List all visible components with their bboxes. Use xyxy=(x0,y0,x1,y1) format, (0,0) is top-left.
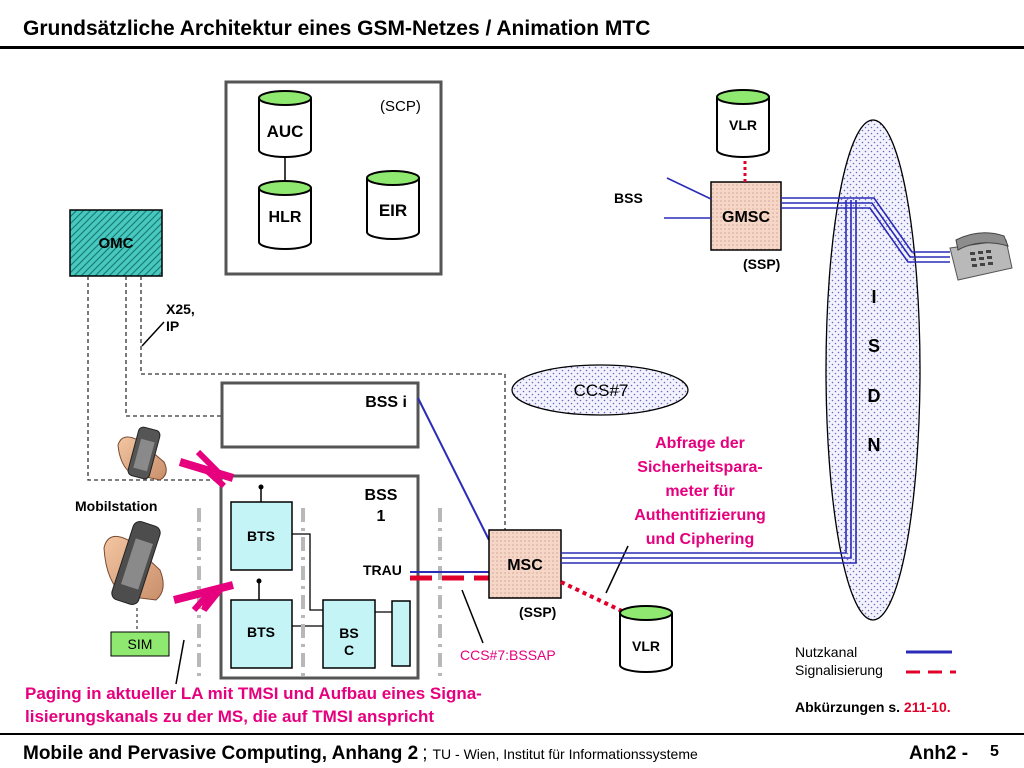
msc-isdn-trunk xyxy=(561,200,857,564)
mobile-phone-upper-icon xyxy=(117,426,167,481)
vlr-gmsc-database: VLR xyxy=(716,89,770,158)
bts-top-antenna-tip xyxy=(258,484,264,490)
footer-course: Mobile and Pervasive Computing, Anhang 2 xyxy=(23,743,418,764)
isdn-letter-d: D xyxy=(868,386,881,406)
isdn-letter-n: N xyxy=(868,435,881,455)
title-rule xyxy=(0,46,1024,49)
sim-label: SIM xyxy=(128,636,153,652)
bss-i-box xyxy=(220,381,420,449)
footer-chapter: Anh2 - xyxy=(909,743,968,764)
mobilstation-label: Mobilstation xyxy=(75,498,157,514)
abfrage-line-5: und Ciphering xyxy=(646,531,754,548)
slide-title: Grundsätzliche Architektur eines GSM-Net… xyxy=(23,17,650,40)
gmsc-isdn-trunk xyxy=(781,197,950,263)
footer-text: Mobile and Pervasive Computing, Anhang 2… xyxy=(23,743,698,764)
bsc-box xyxy=(322,599,376,669)
footer-institute: TU - Wien, Institut für Informationssyst… xyxy=(432,746,698,762)
legend-signalisierung-label: Signalisierung xyxy=(795,662,883,678)
bss1-label-1: BSS xyxy=(365,487,398,504)
mobile-phone-lower-icon xyxy=(103,521,164,605)
bsc-label-1: BS xyxy=(339,625,358,641)
desk-telephone-icon xyxy=(949,232,1013,281)
msc-label: MSC xyxy=(507,557,543,574)
abfrage-line-1: Abfrage der xyxy=(655,435,745,452)
bss-i-msc-link xyxy=(417,397,490,541)
abbreviations-note: Abkürzungen s. 211-10. xyxy=(795,699,951,715)
sim-card xyxy=(110,631,170,657)
paging-annotation: Paging in aktueller LA mit TMSI und Aufb… xyxy=(25,684,482,726)
x25-label-1: X25, xyxy=(166,301,195,317)
omc-box xyxy=(69,209,163,277)
paging-pointer xyxy=(175,639,185,685)
omc-label: OMC xyxy=(99,235,134,252)
bss-i-label: BSS i xyxy=(365,394,407,411)
bts-top xyxy=(230,501,293,571)
radio-zigzag-lower xyxy=(191,588,223,612)
bts-bottom-label: BTS xyxy=(247,624,275,640)
ccs7-bssap-label: CCS#7:BSSAP xyxy=(460,647,556,663)
abfrage-line-3: meter für xyxy=(665,483,734,500)
bss-gmsc-link-1 xyxy=(666,177,712,200)
bss-gmsc-label: BSS xyxy=(614,190,643,206)
footer-rule xyxy=(0,733,1024,735)
gmsc-box xyxy=(710,181,782,251)
ccs7-bssap-pointer xyxy=(461,589,484,644)
trau-box xyxy=(391,600,411,667)
isdn-letter-s: S xyxy=(868,336,880,356)
abfrage-line-4: Authentifizierung xyxy=(634,507,766,524)
bss1-label-2: 1 xyxy=(377,508,386,525)
ccs7-cloud xyxy=(511,364,689,416)
bts-bottom-antenna-tip xyxy=(256,578,262,584)
msc-vlr-signalling xyxy=(560,580,625,614)
eir-label: EIR xyxy=(379,201,407,220)
omc-management-links xyxy=(87,276,506,530)
auc-database: AUC xyxy=(258,90,312,158)
auc-label: AUC xyxy=(267,122,304,141)
isdn-letter-i: I xyxy=(871,287,876,307)
paging-line-1: Paging in aktueller LA mit TMSI und Aufb… xyxy=(25,684,482,703)
eir-database: EIR xyxy=(366,170,420,240)
bts-bsc-links xyxy=(292,533,323,627)
abfrage-line-2: Sicherheitspara- xyxy=(637,459,762,476)
abfrage-pointer xyxy=(605,545,629,594)
page-number: 5 xyxy=(990,743,999,760)
bts-top-label: BTS xyxy=(247,528,275,544)
x25-label-2: IP xyxy=(166,318,179,334)
legend-nutzkanal-label: Nutzkanal xyxy=(795,644,857,660)
msc-ssp-label: (SSP) xyxy=(519,604,556,620)
vlr-msc-database: VLR xyxy=(619,605,673,673)
scp-label: (SCP) xyxy=(380,98,421,115)
vlr-gmsc-label: VLR xyxy=(729,117,757,133)
ccs7-label: CCS#7 xyxy=(574,381,629,400)
x25-marker xyxy=(141,321,165,347)
gmsc-label: GMSC xyxy=(722,209,770,226)
msc-box xyxy=(488,529,562,599)
hlr-database: HLR xyxy=(258,180,312,250)
vlr-msc-label: VLR xyxy=(632,638,660,654)
footer-separator: ; xyxy=(422,743,427,764)
radio-link-lower xyxy=(173,581,234,604)
bts-bottom xyxy=(230,599,293,669)
trau-label: TRAU xyxy=(363,562,402,578)
bsc-label-2: C xyxy=(344,642,354,658)
hlr-label: HLR xyxy=(269,209,302,226)
gmsc-ssp-label: (SSP) xyxy=(743,256,780,272)
abfrage-annotation: Abfrage der Sicherheitspara- meter für A… xyxy=(634,435,766,548)
paging-line-2: lisierungskanals zu der MS, die auf TMSI… xyxy=(25,707,434,726)
radio-zigzag-upper xyxy=(195,449,226,489)
isdn-cloud xyxy=(825,119,921,621)
